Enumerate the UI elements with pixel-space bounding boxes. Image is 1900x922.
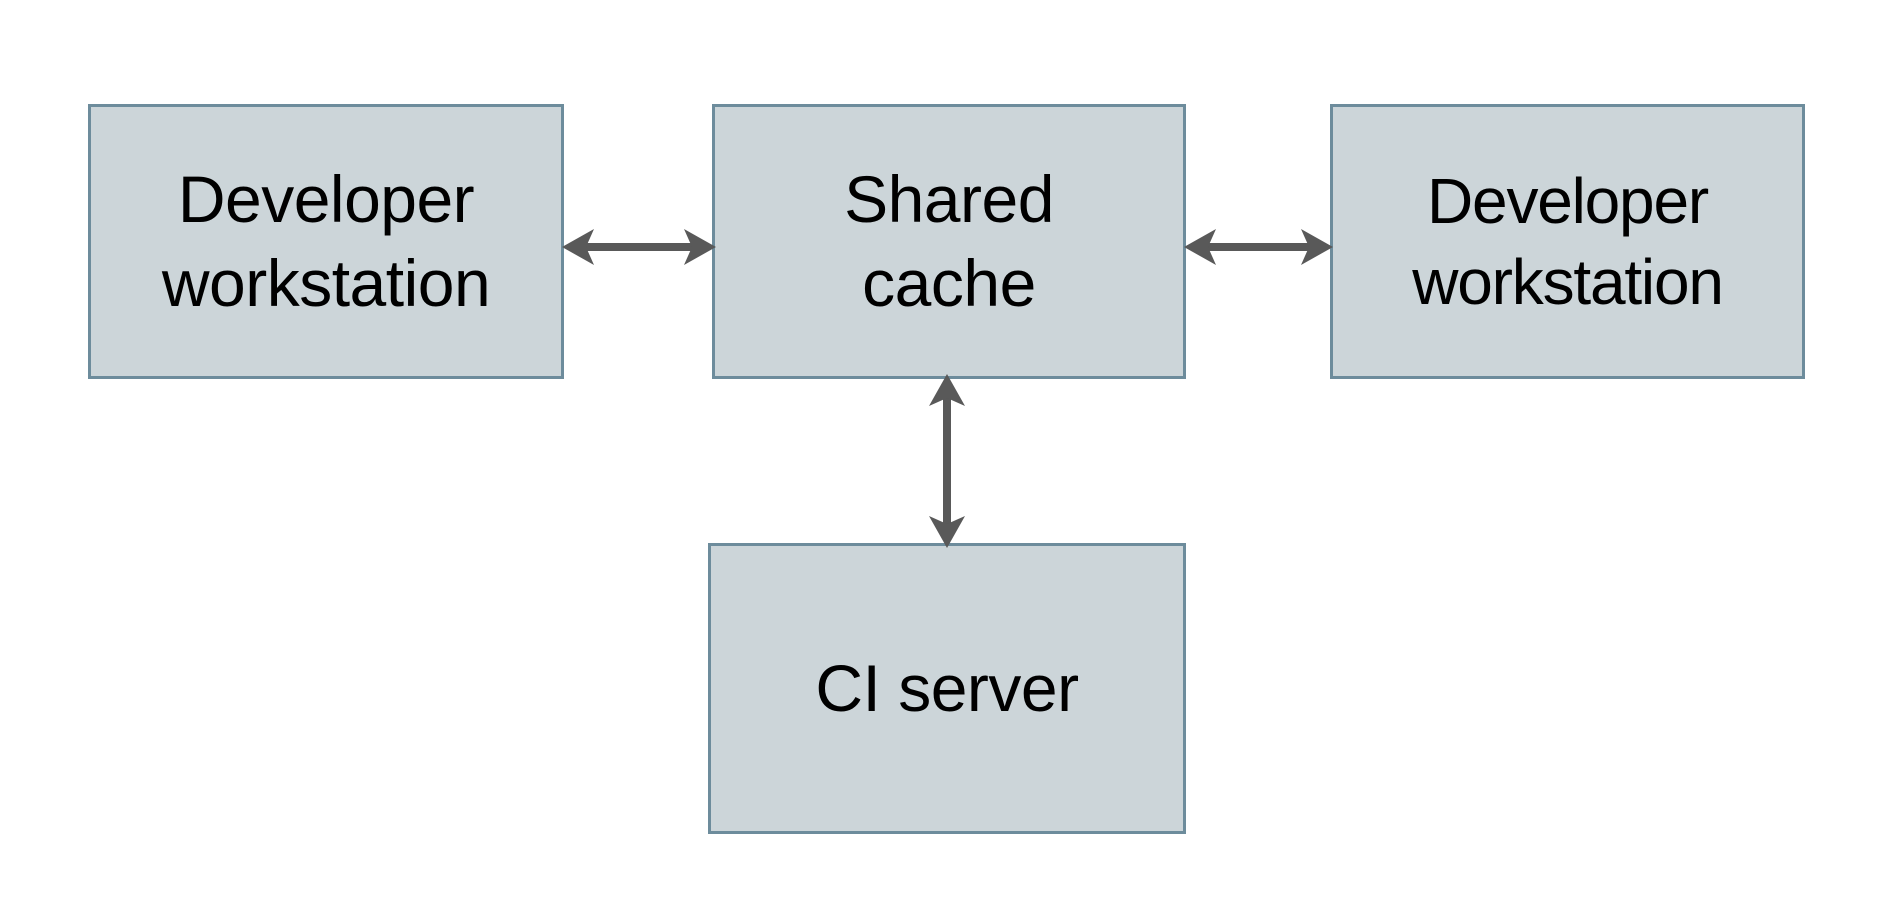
connector-shared-cache-to-ci-server[interactable] xyxy=(905,372,989,550)
node-ci-server[interactable]: CI server xyxy=(708,543,1186,834)
connector-dev-left-to-shared-cache[interactable] xyxy=(560,205,718,289)
node-label: CI server xyxy=(815,650,1079,725)
node-developer-workstation-left[interactable]: Developer workstation xyxy=(88,104,564,379)
node-label: Developer workstation xyxy=(1412,164,1724,318)
double-arrow-icon xyxy=(562,229,716,265)
node-label: Shared cache xyxy=(844,162,1054,320)
double-arrow-icon xyxy=(1184,229,1333,265)
double-arrow-icon xyxy=(929,374,965,548)
connector-shared-cache-to-dev-right[interactable] xyxy=(1182,205,1335,289)
node-shared-cache[interactable]: Shared cache xyxy=(712,104,1186,379)
node-developer-workstation-right[interactable]: Developer workstation xyxy=(1330,104,1805,379)
node-label: Developer workstation xyxy=(161,162,491,320)
